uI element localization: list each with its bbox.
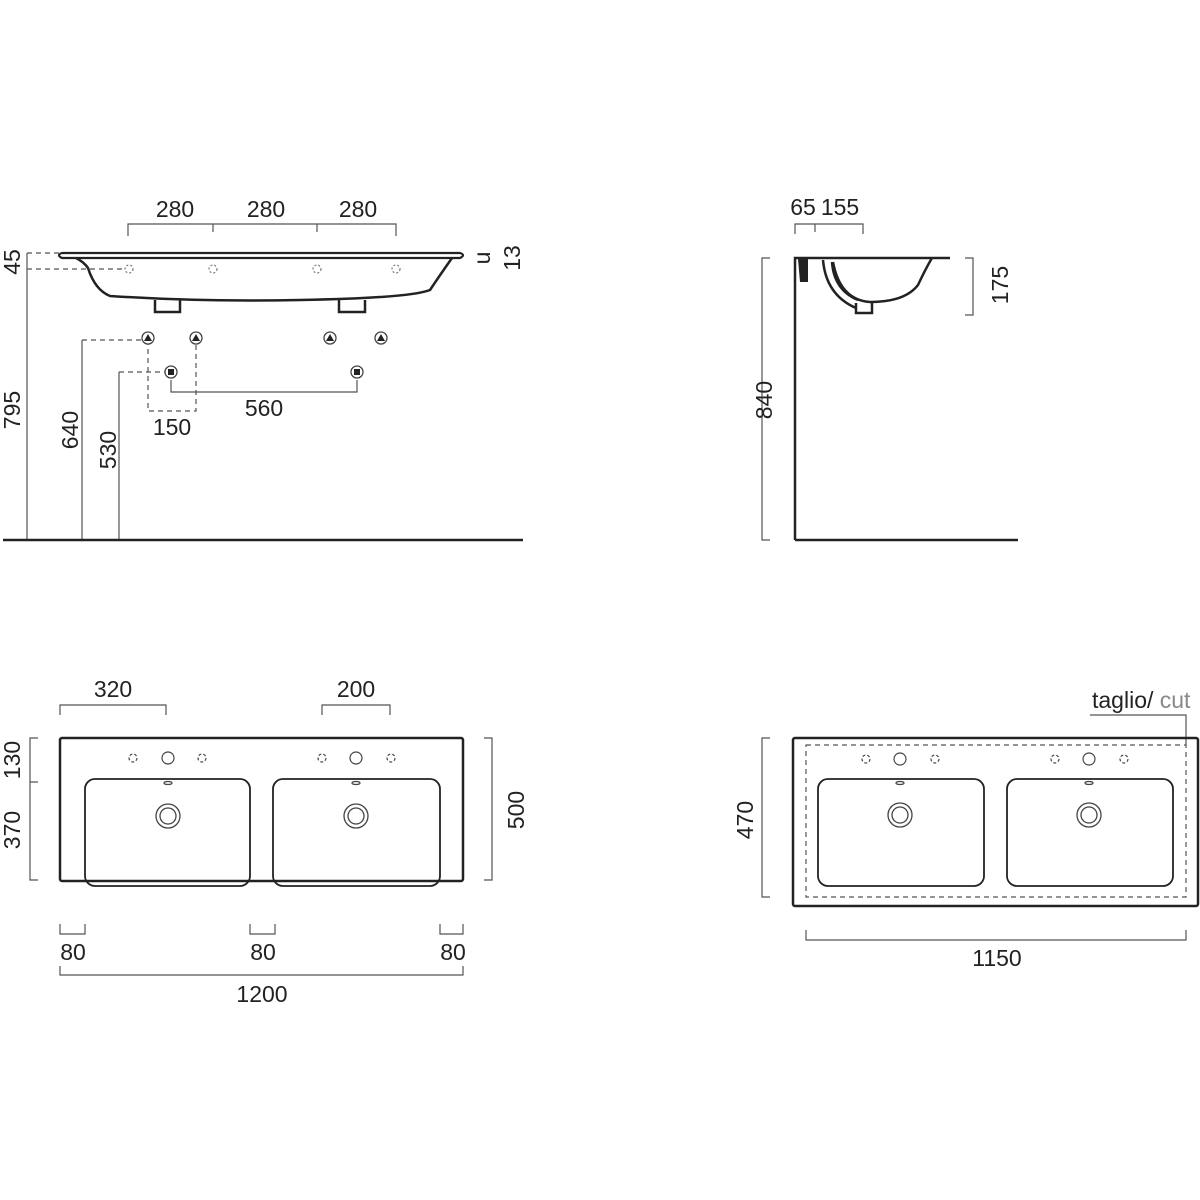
dim-560: 560 [245, 395, 283, 421]
cut-right-bowl [1006, 778, 1174, 887]
dim-640: 640 [57, 411, 83, 449]
front-view: 280 280 280 45 795 u 13 640 530 5 [0, 196, 525, 542]
overflow-section [798, 259, 808, 282]
drain-icons [155, 803, 369, 829]
depth-line-470 [761, 737, 770, 898]
basin-deck [57, 251, 465, 260]
depth-line-500 [484, 737, 493, 881]
basin-outline [58, 736, 465, 883]
supply-valve-icons [141, 331, 388, 345]
cut-leader [1090, 714, 1187, 745]
dim-370: 370 [0, 811, 25, 849]
dim-280-b: 280 [247, 196, 285, 222]
height-line-840 [761, 257, 770, 541]
side-top-dimension [794, 223, 864, 234]
top-dimension-line [127, 223, 397, 236]
tap-holes [128, 751, 396, 786]
wall-and-deck [793, 256, 950, 540]
cut-drain-icons [887, 802, 1102, 828]
bowl-depth-line [965, 257, 974, 316]
side-view: 65 155 840 175 [751, 194, 1018, 542]
drain-outlet-icons [164, 365, 364, 379]
left-bowl [84, 778, 251, 887]
dim-500: 500 [503, 791, 529, 829]
supply-leaders [82, 339, 197, 412]
width-line-1200 [59, 966, 464, 976]
cut-basin-outline [791, 736, 1200, 908]
cut-left-bowl [817, 778, 985, 887]
dim-13: 13 [499, 245, 525, 271]
dim-200: 200 [337, 676, 375, 702]
width-line-1150 [805, 930, 1187, 941]
dim-840: 840 [751, 381, 777, 419]
depth-lines-left [29, 737, 38, 881]
dim-1200: 1200 [236, 981, 287, 1007]
dim-80-middle: 80 [250, 939, 276, 965]
height-leaders [27, 252, 125, 270]
cut-tap-holes [861, 752, 1129, 786]
dim-80-left: 80 [60, 939, 86, 965]
dim-280-a: 280 [156, 196, 194, 222]
dim-175: 175 [987, 266, 1013, 304]
cut-view: taglio/ cut 470 1150 [732, 687, 1200, 971]
tap-group-line [321, 704, 391, 715]
plan-view: 320 200 130 370 500 80 80 80 1200 [0, 676, 529, 1007]
drain-spacing-line [170, 380, 358, 393]
basin-feet [153, 300, 367, 314]
thickness-mark: u [469, 252, 495, 265]
tap-hole-markers [124, 264, 401, 274]
dim-470: 470 [732, 801, 758, 839]
dim-1150: 1150 [972, 945, 1021, 971]
dim-45: 45 [0, 249, 25, 275]
dim-280-c: 280 [339, 196, 377, 222]
bowl-profile [831, 257, 934, 304]
right-bowl [272, 778, 441, 887]
dim-80-right: 80 [440, 939, 466, 965]
cut-line [805, 744, 1187, 898]
dim-320: 320 [94, 676, 132, 702]
cut-label: taglio/ cut [1092, 687, 1191, 713]
dim-795: 795 [0, 391, 25, 429]
dim-150: 150 [153, 414, 191, 440]
dim-155: 155 [821, 194, 859, 220]
drain-stub [854, 302, 874, 315]
edge-dimension-lines [59, 924, 464, 935]
dim-530: 530 [95, 431, 121, 469]
dim-130: 130 [0, 741, 25, 779]
tap-offset-line [59, 704, 167, 715]
basin-body [75, 256, 454, 302]
dim-65: 65 [790, 194, 816, 220]
